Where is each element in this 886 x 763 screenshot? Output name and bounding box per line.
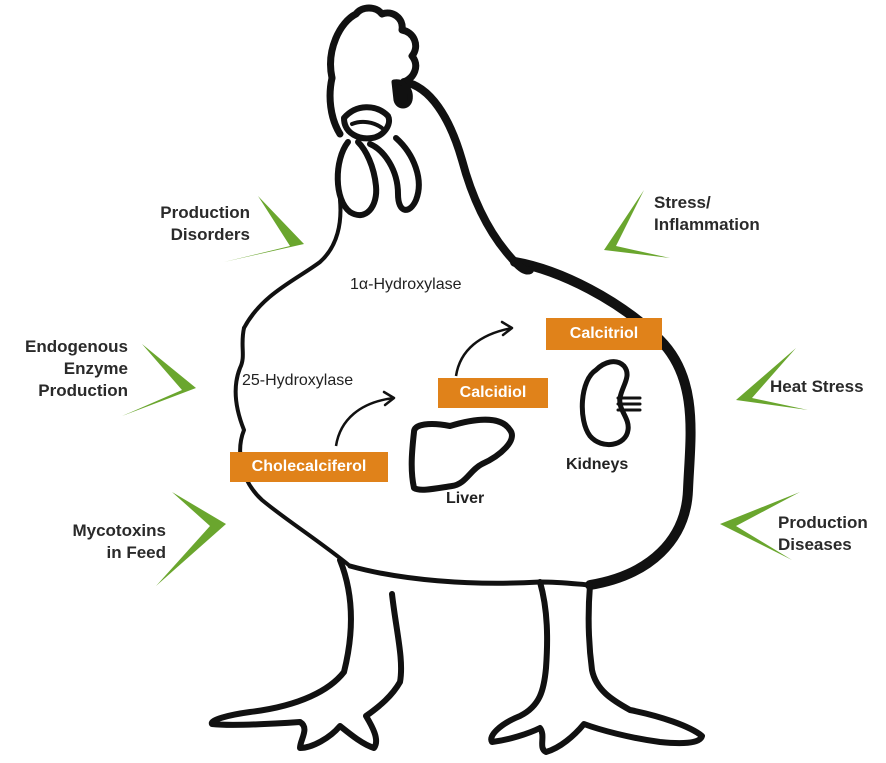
factor-heat-stress: Heat Stress — [770, 376, 880, 398]
factor-production-disorders: Production Disorders — [128, 202, 250, 246]
enzyme-1a-hydroxylase: 1α-Hydroxylase — [350, 276, 462, 294]
liver-icon — [412, 420, 512, 490]
organ-label-kidneys: Kidneys — [566, 456, 628, 474]
chemical-calcitriol: Calcitriol — [546, 318, 662, 350]
factor-mycotoxins-in-feed: Mycotoxins in Feed — [50, 520, 166, 564]
kidney-icon — [582, 362, 640, 445]
enzyme-25-hydroxylase: 25-Hydroxylase — [242, 372, 353, 390]
chemical-cholecalciferol: Cholecalciferol — [230, 452, 388, 482]
factor-endogenous-enzyme-production: Endogenous Enzyme Production — [6, 336, 128, 402]
factor-production-diseases: Production Diseases — [778, 512, 882, 556]
chemical-calcidiol: Calcidiol — [438, 378, 548, 408]
factor-stress-inflammation: Stress/ Inflammation — [654, 192, 814, 236]
organ-label-liver: Liver — [446, 490, 484, 508]
